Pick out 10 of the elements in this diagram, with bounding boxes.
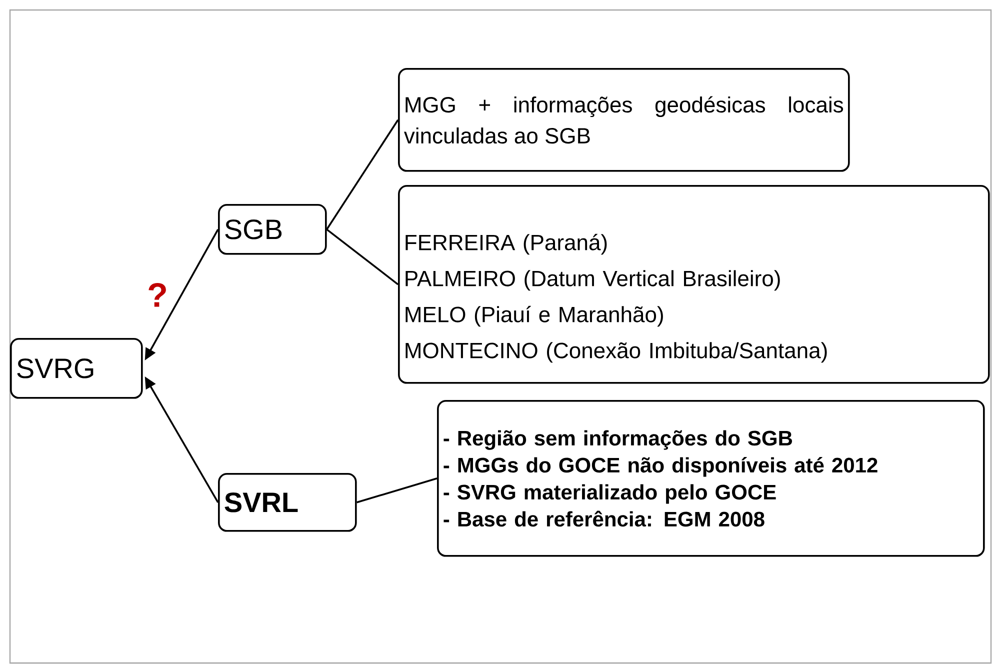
term-box: SGB	[218, 204, 327, 255]
edge-label: ?	[148, 283, 166, 307]
connector	[326, 228, 399, 286]
text-box: MGG + informações geodésicas locais vinculadas ao SGB	[398, 68, 850, 172]
connector	[356, 478, 438, 504]
connector	[326, 119, 399, 230]
term-box: SVRG	[10, 338, 143, 399]
text-box: - Região sem informações do SGB - MGGs do GOCE não disponíveis até 2012 - SVRG materializado pelo GOCE - Base de referência: EGM 2008	[437, 400, 985, 557]
text-box: FERREIRA (Paraná) PALMEIRO (Datum Vertical Brasileiro) MELO (Piauí e Maranhão) MONTECINO (Conexão Imbituba/Santana)	[398, 185, 990, 384]
term-box: SVRL	[218, 473, 357, 532]
